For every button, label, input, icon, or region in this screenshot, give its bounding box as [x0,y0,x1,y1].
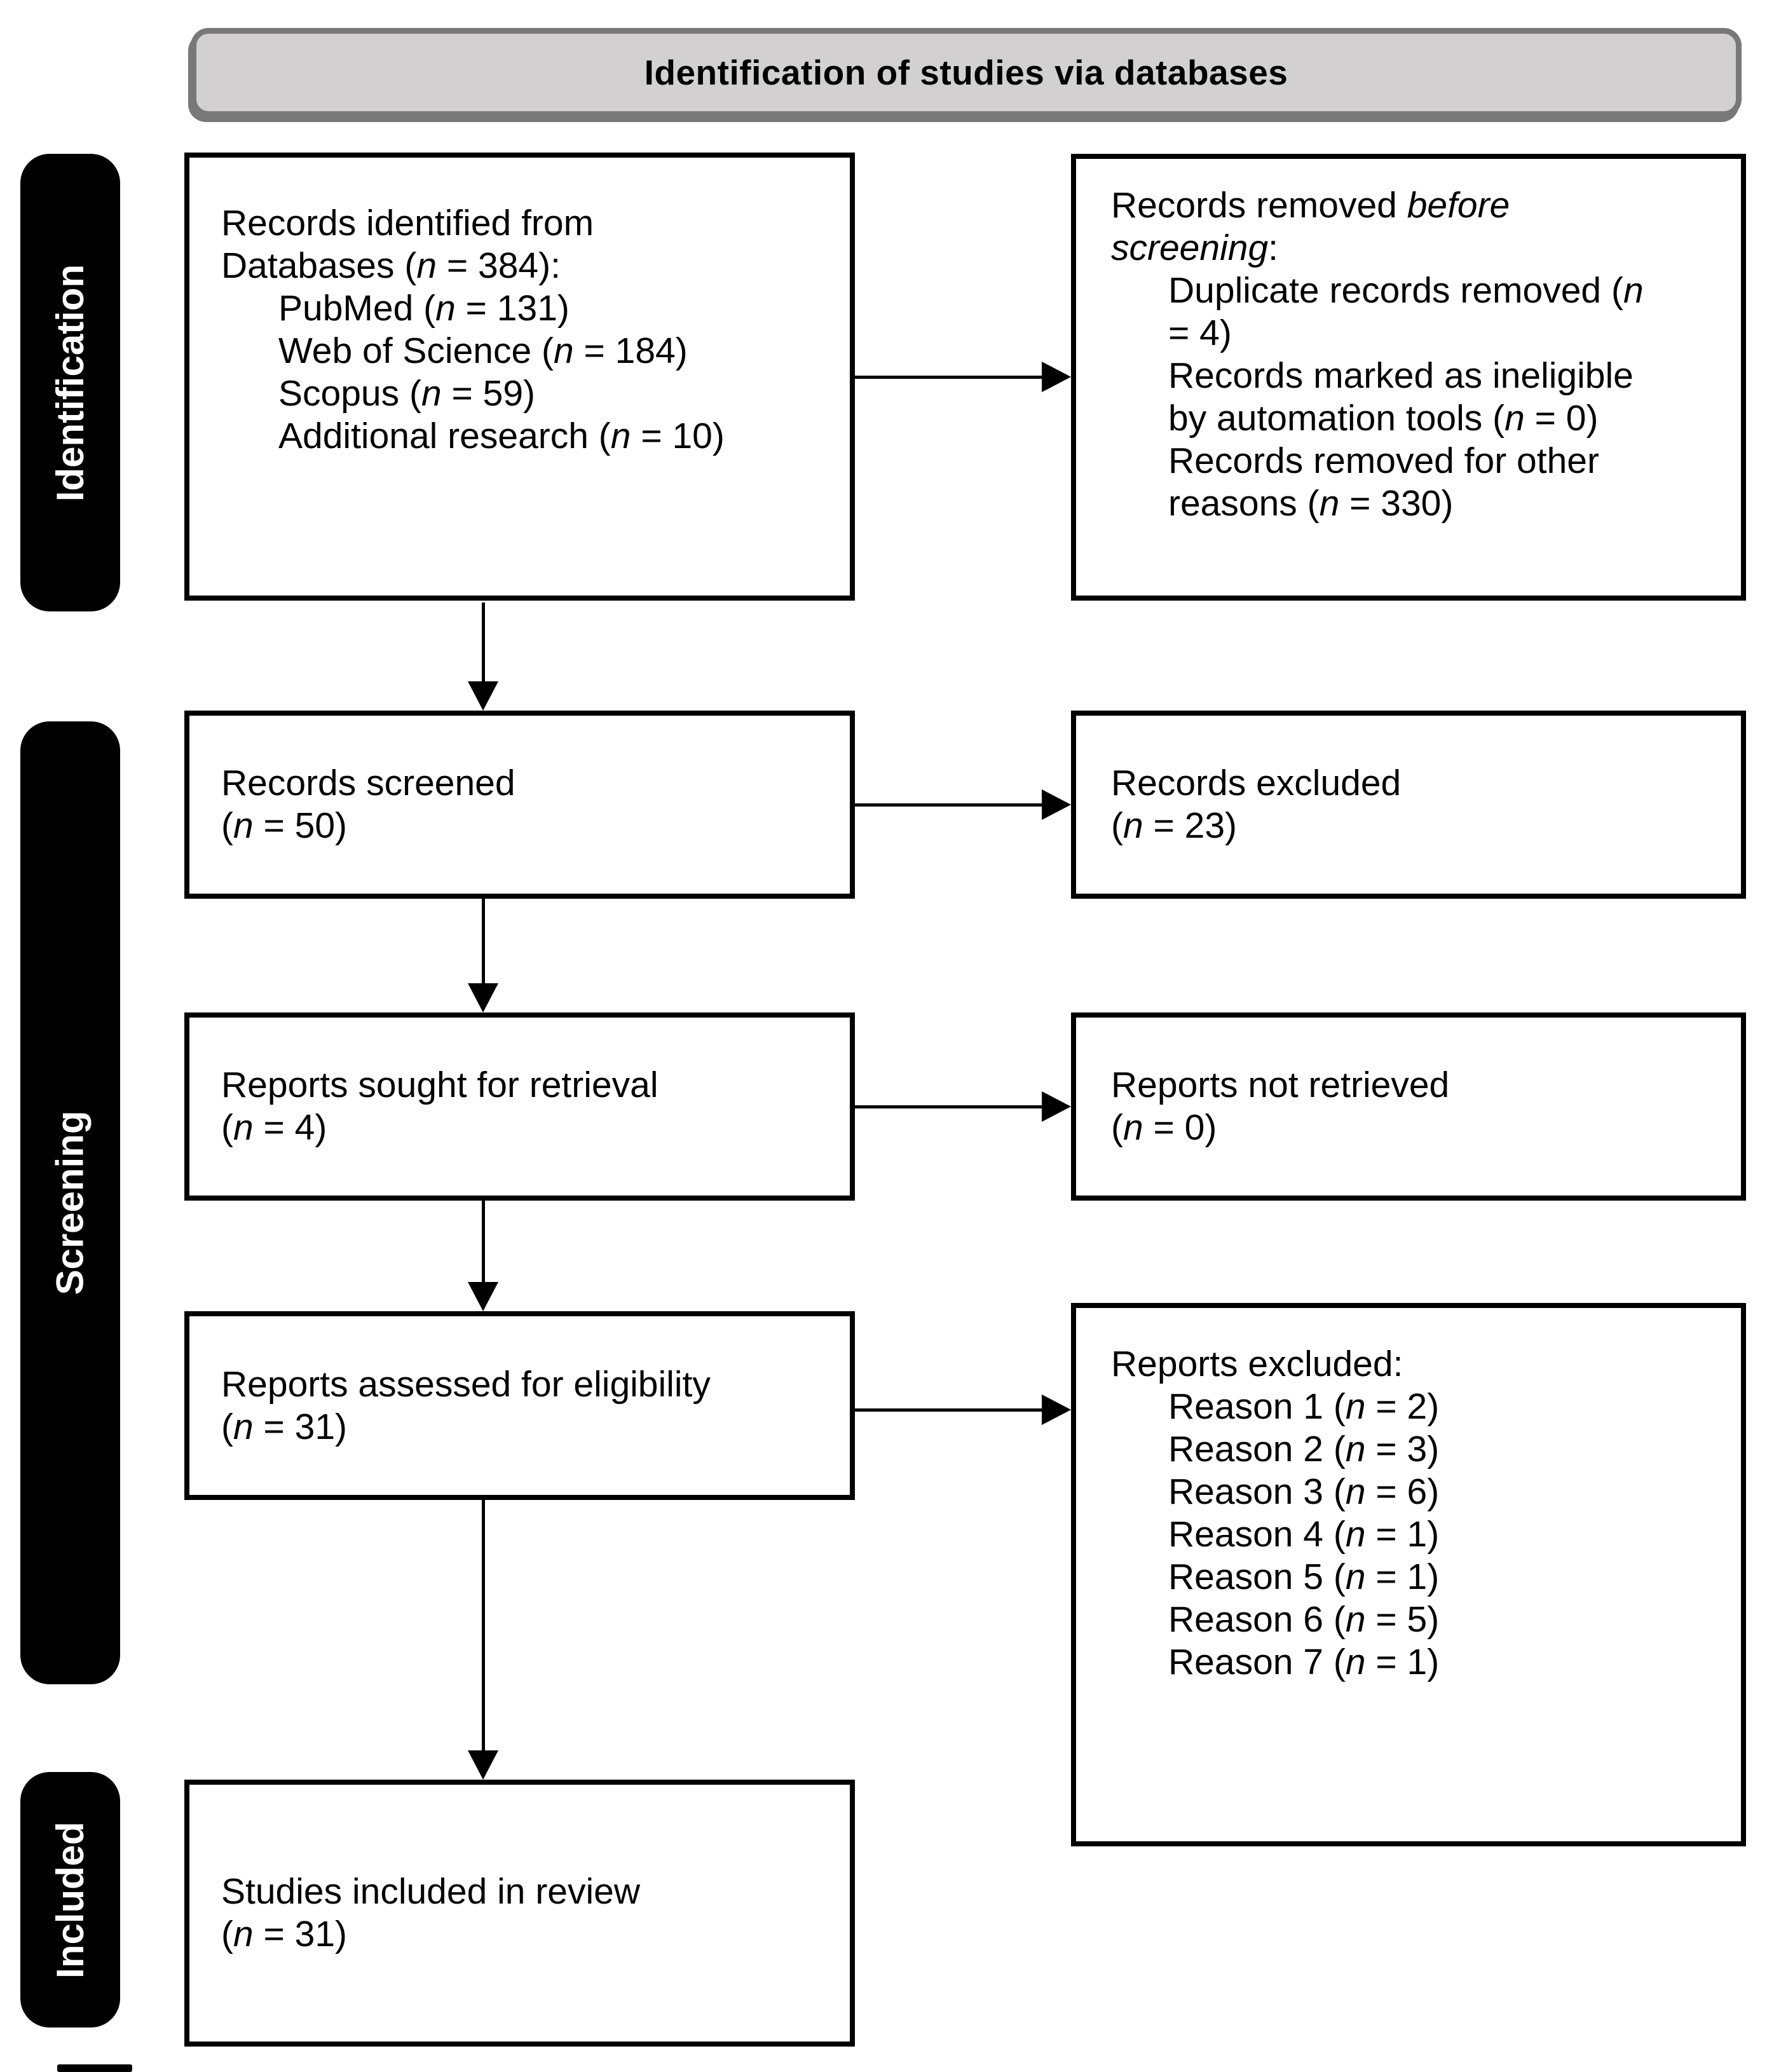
box-text-line: = 4) [1168,313,1232,353]
box-text-line: (n = 23) [1111,805,1238,846]
box-reports-excluded: Reports excluded: Reason 1 (n = 2) Reaso… [1071,1303,1746,1846]
box-text-line: Records removed before [1111,185,1510,226]
box-text-line: reasons (n = 330) [1168,483,1454,524]
box-text-line: screening: [1111,228,1278,268]
stage-label-screening: Screening [20,721,120,1684]
box-text-line: Reason 7 (n = 1) [1168,1642,1440,1682]
box-text-line: Records excluded [1111,763,1402,803]
box-records-excluded: Records excluded (n = 23) [1071,711,1746,899]
stage-label-text: Included [49,1821,92,1979]
box-records-screened: Records screened (n = 50) [184,711,855,899]
box-text-line: Reason 1 (n = 2) [1168,1386,1440,1427]
box-reports-sought: Reports sought for retrieval (n = 4) [184,1012,855,1201]
header-banner: Identification of studies via databases [191,28,1742,117]
box-text-line: Records identified from [221,203,594,243]
box-reports-assessed: Reports assessed for eligibility (n = 31… [184,1311,855,1500]
box-text-line: Reason 2 (n = 3) [1168,1429,1440,1469]
box-text-line: (n = 4) [221,1107,327,1148]
box-text-line: (n = 0) [1111,1107,1217,1148]
cropped-stage-artifact [57,2064,132,2072]
box-text-line: Studies included in review [221,1871,641,1912]
banner-title: Identification of studies via databases [644,53,1288,92]
box-text-line: (n = 31) [221,1406,348,1447]
box-text-line: Reason 5 (n = 1) [1168,1557,1440,1597]
stage-label-included: Included [20,1772,120,2028]
box-text-line: Additional research (n = 10) [278,416,725,456]
box-text-line: Reason 3 (n = 6) [1168,1471,1440,1512]
stage-label-identification: Identification [20,154,120,611]
box-text-line: Scopus (n = 59) [278,373,535,414]
box-text-line: Records removed for other [1168,440,1599,481]
stage-label-text: Identification [49,264,92,501]
box-text-line: Records screened [221,763,515,803]
box-records-removed: Records removed before screening: Duplic… [1071,154,1746,601]
box-records-identified: Records identified from Databases (n = 3… [184,153,855,601]
box-text-line: (n = 50) [221,805,348,846]
box-reports-not-retrieved: Reports not retrieved (n = 0) [1071,1012,1746,1201]
box-text-line: Reports excluded: [1111,1344,1403,1384]
box-text-line: by automation tools (n = 0) [1168,398,1599,439]
box-text-line: Web of Science (n = 184) [278,331,688,371]
box-text-line: Records marked as ineligible [1168,355,1634,396]
box-studies-included: Studies included in review (n = 31) [184,1780,855,2047]
box-text-line: Duplicate records removed (n [1168,270,1644,311]
box-text-line: (n = 31) [221,1914,348,1954]
box-text-line: Reports sought for retrieval [221,1065,658,1105]
stage-label-text: Screening [49,1110,92,1295]
box-text-line: Reports not retrieved [1111,1065,1450,1105]
box-text-line: Reports assessed for eligibility [221,1363,711,1405]
box-text-line: Reason 6 (n = 5) [1168,1599,1440,1640]
box-text-line: Databases (n = 384): [221,245,561,286]
box-text-line: PubMed (n = 131) [278,288,570,329]
box-text-line: Reason 4 (n = 1) [1168,1514,1440,1555]
